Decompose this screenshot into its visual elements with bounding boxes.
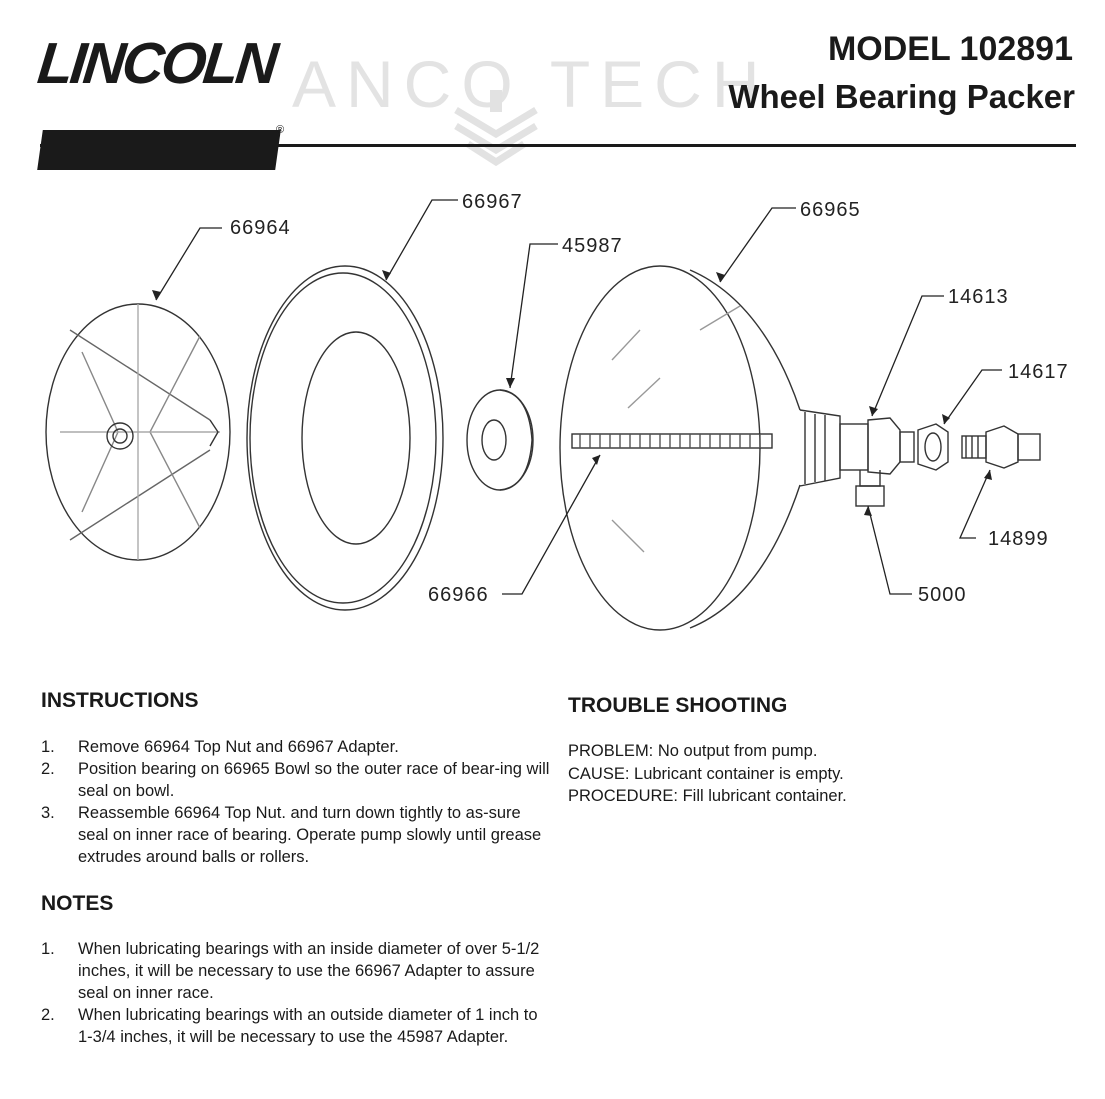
lincoln-logo: LINCOLN ®: [34, 31, 293, 170]
header-rule: [40, 144, 1076, 147]
part-label-5000: 5000: [918, 584, 967, 606]
part-label-45987: 45987: [562, 235, 623, 257]
notes-list: 1.When lubricating bearings with an insi…: [41, 938, 551, 1048]
notes-heading: NOTES: [41, 892, 114, 915]
watermark-chevron-icon: [454, 90, 538, 167]
product-name: Wheel Bearing Packer: [728, 78, 1075, 115]
model-number: MODEL 102891: [827, 30, 1073, 68]
instructions-list: 1.Remove 66964 Top Nut and 66967 Adapter…: [41, 736, 551, 868]
cause-text: CAUSE: Lubricant container is empty.: [568, 764, 844, 783]
list-item: 1.Remove 66964 Top Nut and 66967 Adapter…: [41, 738, 399, 756]
tee-fitting-part: [839, 417, 915, 507]
part-label-66967: 66967: [462, 191, 523, 213]
part-label-66965: 66965: [800, 199, 861, 221]
part-label-14899: 14899: [988, 528, 1049, 550]
problem-text: PROBLEM: No output from pump.: [568, 742, 818, 760]
coupler-part: [961, 425, 1041, 469]
watermark-text: ANCO TECH: [292, 47, 770, 121]
troubleshooting-heading: TROUBLE SHOOTING: [568, 694, 788, 717]
top-nut-part: [45, 303, 231, 561]
bowl-part: [559, 265, 841, 631]
parts-diagram: 66964 66967 45987 66965 14613 14617 1489…: [45, 191, 1069, 631]
part-label-66964: 66964: [230, 217, 291, 239]
adapter-ring-part: [246, 265, 444, 611]
registered-mark: ®: [276, 124, 285, 136]
instructions-heading: INSTRUCTIONS: [41, 689, 199, 712]
troubleshooting-block: PROBLEM: No output from pump. CAUSE: Lub…: [568, 740, 847, 808]
part-label-66966: 66966: [428, 584, 489, 606]
list-item: 3.Reassemble 66964 Top Nut. and turn dow…: [41, 804, 542, 866]
part-label-14617: 14617: [1008, 361, 1069, 383]
small-adapter-part: [466, 389, 534, 491]
list-item: 2.When lubricating bearings with an outs…: [41, 1006, 538, 1046]
procedure-text: PROCEDURE: Fill lubricant container.: [568, 787, 847, 805]
list-item: 1.When lubricating bearings with an insi…: [41, 940, 540, 1002]
part-label-14613: 14613: [948, 286, 1009, 308]
list-item: 2.Position bearing on 66965 Bowl so the …: [41, 760, 550, 800]
hex-nut-part: [917, 423, 949, 471]
logo-text: LINCOLN: [34, 31, 279, 96]
